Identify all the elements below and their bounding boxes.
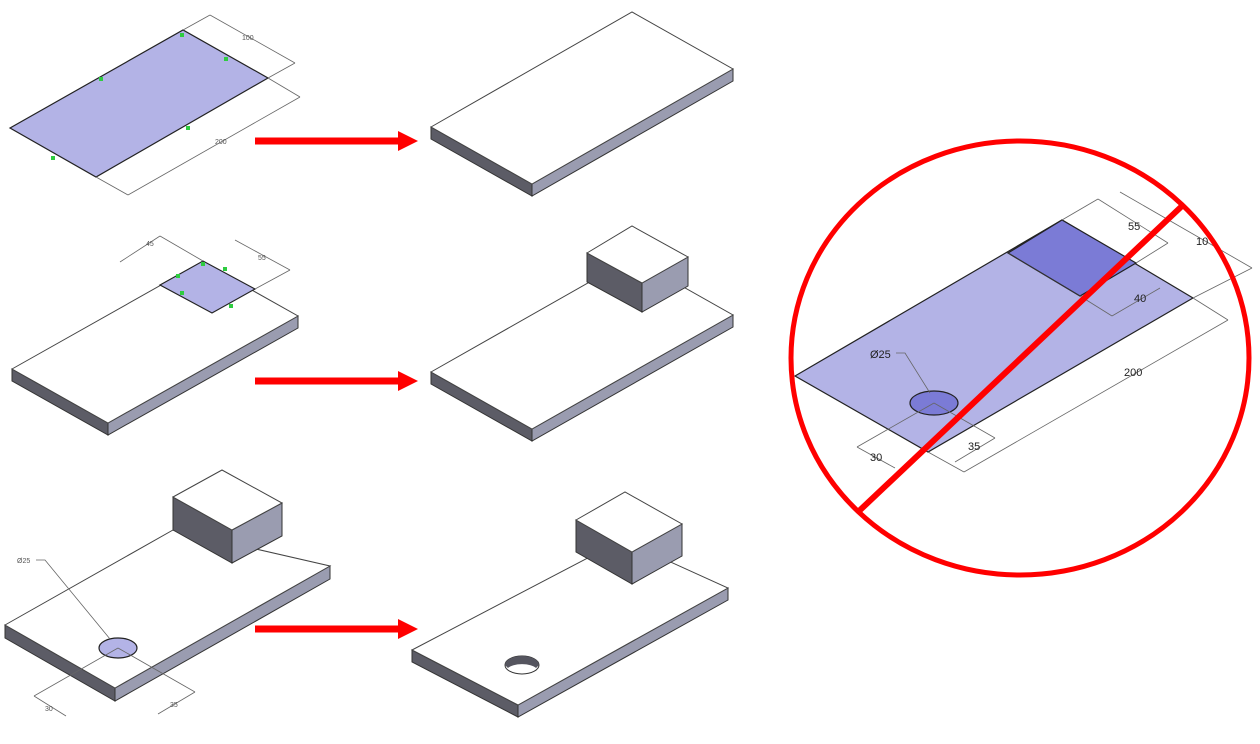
dim-diameter: Ø25 <box>17 558 30 565</box>
step1-plate <box>429 11 735 197</box>
combined-sketch-prohibited: 55 10 40 200 Ø25 35 30 <box>793 191 1253 473</box>
right-arrow-icon <box>255 131 418 151</box>
right-arrow-icon <box>255 619 418 639</box>
combined-dim-200: 200 <box>1124 367 1142 379</box>
combined-dim-30: 30 <box>870 452 882 464</box>
dim-100: 100 <box>242 35 254 42</box>
right-arrow-icon <box>255 371 418 391</box>
dim-30: 30 <box>45 706 53 713</box>
dim-35: 35 <box>170 702 178 709</box>
step1-sketch: 100 200 <box>8 14 301 196</box>
dim-45: 45 <box>146 241 154 248</box>
dim-200: 200 <box>215 139 227 146</box>
step2-sketch: 45 55 <box>10 235 300 436</box>
combined-dim-35: 35 <box>968 441 980 453</box>
combined-dim-100: 10 <box>1196 236 1208 248</box>
combined-dim-diameter: Ø25 <box>870 349 891 361</box>
step2-plate-with-boss <box>429 225 735 442</box>
combined-dim-40: 40 <box>1134 293 1146 305</box>
step3-final-part <box>410 491 730 718</box>
combined-dim-55: 55 <box>1128 221 1140 233</box>
step3-sketch: Ø25 30 35 <box>3 469 332 717</box>
prohibition-icon <box>788 138 1252 578</box>
dim-55: 55 <box>258 255 266 262</box>
